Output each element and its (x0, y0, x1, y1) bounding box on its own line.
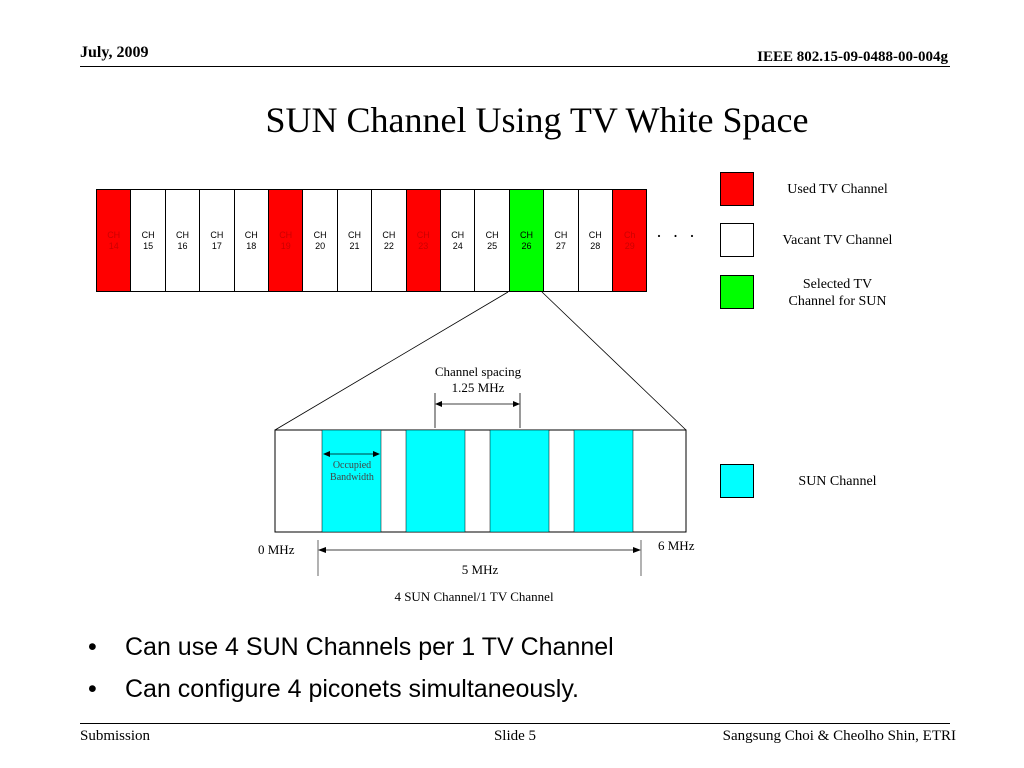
tv-channel-label: CH (451, 229, 465, 240)
legend-sun-label: SUN Channel (798, 474, 877, 489)
legend-used-swatch (720, 172, 754, 206)
sun-channel-1 (321, 429, 382, 533)
tv-channel-number: 26 (521, 240, 532, 251)
tv-channel-number: 21 (349, 240, 360, 251)
slide-title: SUN Channel Using TV White Space (265, 100, 809, 140)
zoom-line-right (541, 291, 687, 431)
zoom-line-left (274, 291, 509, 431)
tv-channel-label: CH (107, 229, 121, 240)
sun-channel-4 (573, 429, 634, 533)
legend-selected-line1: Selected TV (802, 277, 873, 292)
bullet-item-1: • Can use 4 SUN Channels per 1 TV Channel (88, 633, 614, 662)
tv-channel-number: 14 (108, 240, 119, 251)
tv-channel-label: CH (279, 229, 293, 240)
tv-channel-label: CH (244, 229, 258, 240)
channel-spacing-line1: Channel spacing (434, 364, 522, 379)
channel-spacing-label: Channel spacing 1.25 MHz (408, 364, 548, 396)
legend-selected-swatch (720, 275, 754, 309)
tv-channel-label: CH (554, 229, 568, 240)
tv-channel-number: 22 (383, 240, 394, 251)
tv-channel-number: 15 (143, 240, 154, 251)
tv-channel-label: CH (175, 229, 189, 240)
tv-channel-label: CH (141, 229, 155, 240)
legend-vacant-label: Vacant TV Channel (782, 233, 893, 248)
tv-channel-number: 27 (555, 240, 566, 251)
header-date: July, 2009 (80, 44, 149, 61)
bullet-item-2: • Can configure 4 piconets simultaneously… (88, 675, 579, 704)
bullet-text-2: Can configure 4 piconets simultaneously. (125, 675, 579, 703)
tv-channel-label: CH (210, 229, 224, 240)
tv-channel-label: CH (519, 229, 533, 240)
tv-channel-number: 24 (452, 240, 463, 251)
bullet-text-1: Can use 4 SUN Channels per 1 TV Channel (125, 633, 614, 661)
legend-selected-label: Selected TV Channel for SUN (760, 276, 915, 310)
tv-channel-number: 18 (246, 240, 257, 251)
spacing-arrow-head-left (435, 401, 442, 407)
diagram-caption: 4 SUN Channel/1 TV Channel (394, 589, 554, 604)
occupied-arrow-head-right (373, 451, 380, 457)
start-frequency-label: 0 MHz (258, 542, 295, 557)
tv-channel-label: CH (347, 229, 361, 240)
spacing-arrow-head-right (513, 401, 520, 407)
footer-slide-number: Slide 5 (493, 728, 537, 744)
tv-channel-label: CH (485, 229, 499, 240)
footer-rule (80, 723, 950, 724)
occupied-bandwidth-label: Occupied Bandwidth (318, 460, 386, 484)
tv-channel-label: CH (416, 229, 430, 240)
tv-channel-number: 19 (280, 240, 291, 251)
tv-channel-label: CH (382, 229, 396, 240)
span-arrow-head-left (318, 547, 326, 553)
bullet-marker: • (88, 675, 97, 703)
end-frequency-label: 6 MHz (658, 538, 695, 553)
ellipsis: · · · (656, 226, 698, 246)
tv-channel-number: 16 (177, 240, 188, 251)
legend-vacant-swatch (720, 223, 754, 257)
tv-channel-number: 23 (418, 240, 429, 251)
occupied-line2: Bandwidth (330, 472, 374, 483)
occupied-line1: Occupied (332, 460, 372, 471)
legend-sun-swatch (720, 464, 754, 498)
span-arrow-head-right (633, 547, 641, 553)
footer-left: Submission (80, 728, 151, 744)
legend-selected-line2: Channel for SUN (788, 294, 887, 309)
footer-right: Sangsung Choi & Cheolho Shin, ETRI (722, 728, 956, 744)
tv-channel-number: 25 (487, 240, 498, 251)
tv-channel-label: CH (588, 229, 602, 240)
sun-channel-3 (489, 429, 550, 533)
occupied-arrow-head-left (323, 451, 330, 457)
tv-channel-number: 17 (211, 240, 222, 251)
header-rule (80, 66, 950, 67)
tv-channel-label: Ch (623, 229, 636, 240)
span-label: 5 MHz (461, 562, 499, 577)
legend-used-label: Used TV Channel (787, 182, 888, 197)
tv-channel-label: CH (313, 229, 327, 240)
tv-channel-number: 29 (624, 240, 635, 251)
tv-channel-number: 28 (590, 240, 601, 251)
bullet-marker: • (88, 633, 97, 661)
sun-channel-2 (405, 429, 466, 533)
header-doc-id: IEEE 802.15-09-0488-00-004g (757, 49, 948, 65)
tv-channel-number: 20 (315, 240, 326, 251)
channel-spacing-line2: 1.25 MHz (451, 380, 505, 395)
